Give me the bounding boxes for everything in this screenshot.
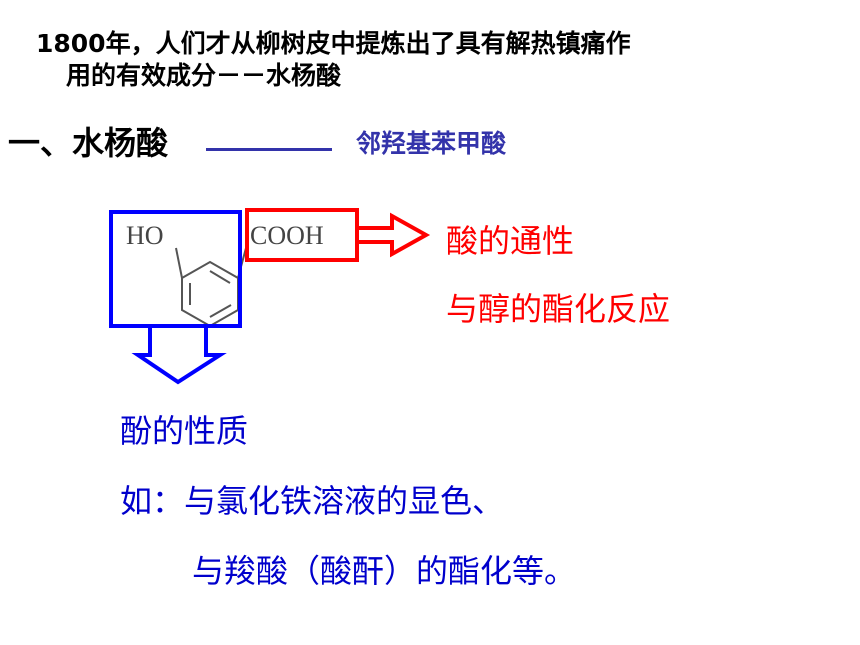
section-heading: 一、水杨酸: [8, 124, 169, 162]
phenol-example-1: 如：与氯化铁溶液的显色、: [120, 482, 505, 520]
ho-bond: [175, 247, 183, 279]
carboxyl-property-2: 与醇的酯化反应: [446, 290, 671, 328]
right-arrow: [355, 212, 431, 258]
cooh-label: COOH: [250, 221, 324, 250]
intro-text: 1800年，人们才从柳树皮中提炼出了具有解热镇痛作 用的有效成分－－水杨酸: [36, 28, 631, 92]
carboxyl-property-1: 酸的通性: [446, 222, 575, 260]
down-arrow: [131, 324, 227, 385]
phenol-property-title: 酚的性质: [120, 412, 249, 450]
benzene-ring: [181, 260, 239, 328]
intro-line-1: 1800年，人们才从柳树皮中提炼出了具有解热镇痛作: [36, 29, 631, 58]
synonym-label: 邻羟基苯甲酸: [356, 129, 507, 158]
heading-rule: [206, 148, 332, 151]
ho-label: HO: [126, 221, 164, 250]
phenol-example-2: 与羧酸（酸酐）的酯化等。: [192, 552, 577, 590]
intro-line-2: 用的有效成分－－水杨酸: [66, 61, 342, 90]
